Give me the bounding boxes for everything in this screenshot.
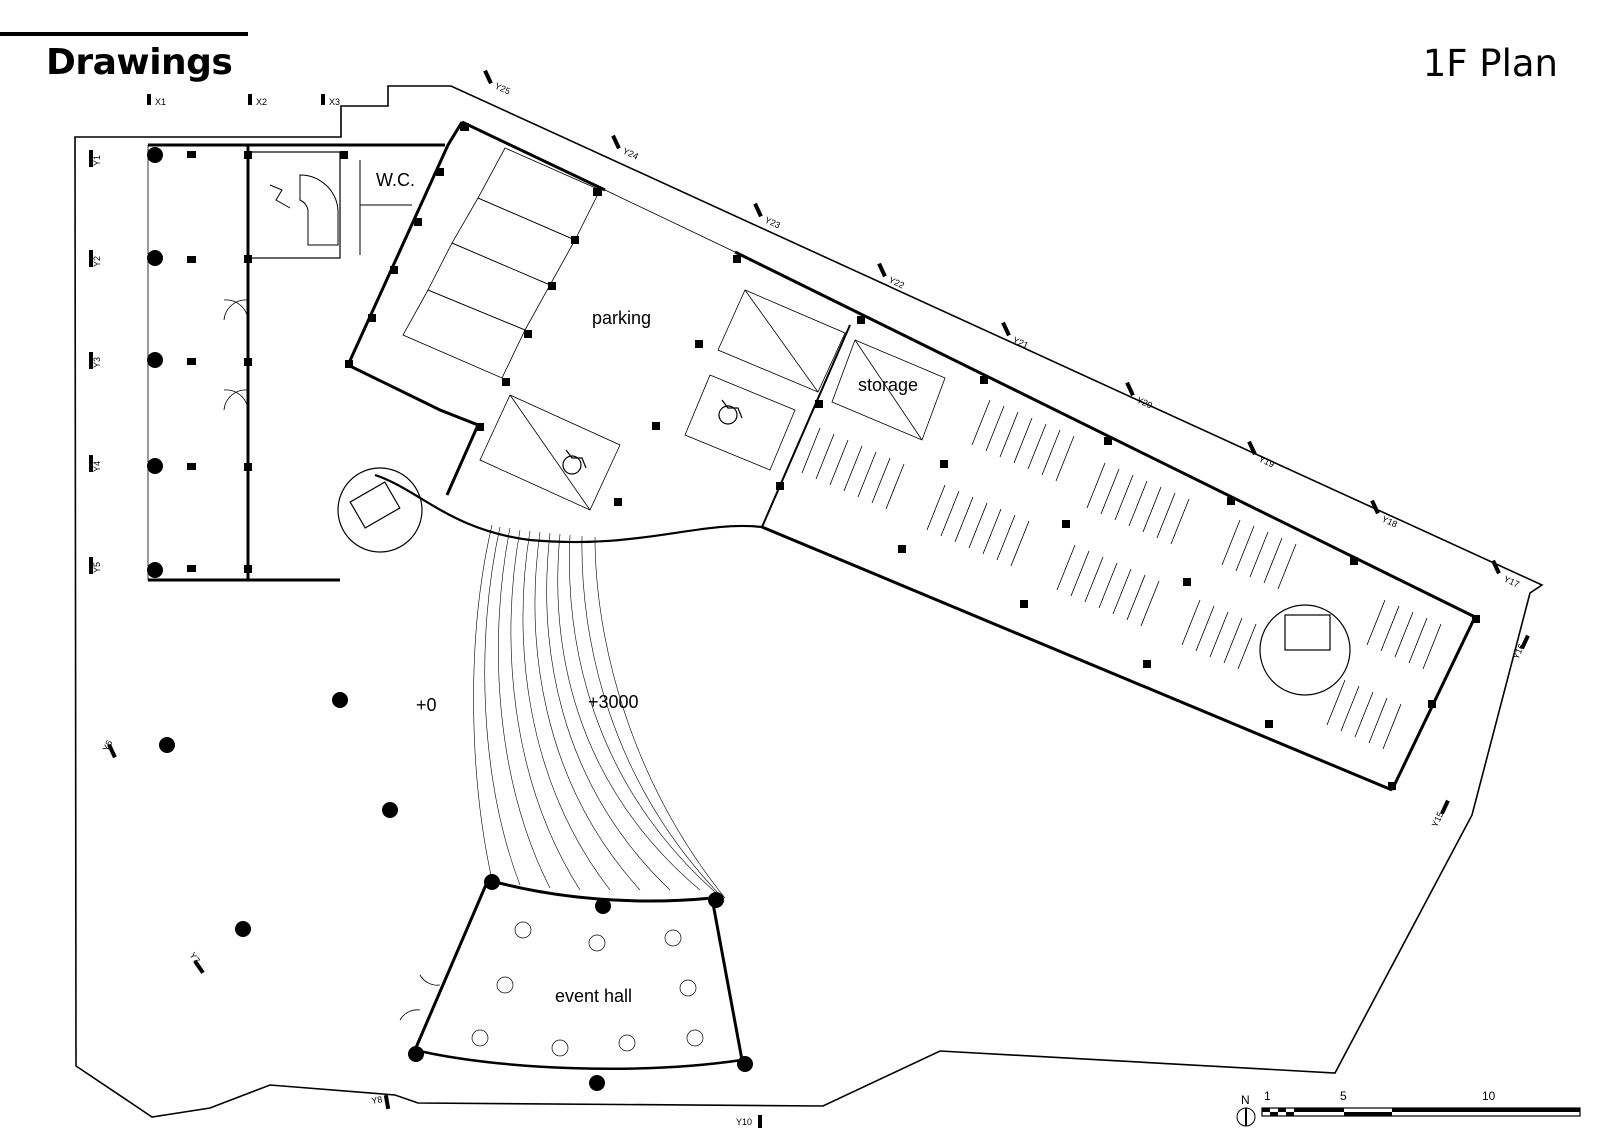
section-title: Drawings bbox=[46, 42, 233, 83]
grid-label-y2: Y2 bbox=[92, 256, 102, 267]
scale-bar: 1 5 10 bbox=[1261, 1089, 1581, 1117]
scale-tick-1: 1 bbox=[1264, 1089, 1271, 1103]
grid-label-y17: Y17 bbox=[1502, 574, 1521, 590]
scale-tick-10: 10 bbox=[1482, 1089, 1496, 1103]
grid-label-y18: Y18 bbox=[1380, 514, 1399, 530]
grid-label-y8: Y8 bbox=[371, 1094, 384, 1106]
grid-label-y20: Y20 bbox=[1135, 395, 1154, 411]
scale-tick-5: 5 bbox=[1340, 1089, 1347, 1103]
grid-label-y24: Y24 bbox=[621, 146, 640, 162]
grid-label-y3: Y3 bbox=[92, 357, 102, 368]
grid-label-x3: X3 bbox=[329, 97, 340, 107]
grid-label-y21: Y21 bbox=[1011, 335, 1030, 351]
grid-label-y4: Y4 bbox=[92, 461, 102, 472]
grid-label-y5: Y5 bbox=[92, 562, 102, 573]
plan-title: 1F Plan bbox=[1422, 42, 1558, 85]
room-label-wc: W.C. bbox=[376, 170, 415, 190]
north-arrow-label: N bbox=[1241, 1093, 1250, 1107]
grid-label-y25: Y25 bbox=[493, 81, 512, 97]
grid-label-y23: Y23 bbox=[763, 215, 782, 231]
room-label-storage: storage bbox=[858, 375, 918, 395]
grid-label-x2: X2 bbox=[256, 97, 267, 107]
north-arrow-icon: N bbox=[1236, 1093, 1256, 1127]
level-label-upper: +3000 bbox=[588, 692, 639, 712]
grid-label-y10: Y10 bbox=[736, 1117, 752, 1127]
grid-label-x1: X1 bbox=[155, 97, 166, 107]
header-rule bbox=[0, 32, 248, 36]
grid-label-y6: Y6 bbox=[101, 739, 115, 753]
room-label-event-hall: event hall bbox=[555, 986, 632, 1006]
level-label-ground: +0 bbox=[416, 695, 437, 715]
grid-label-y19: Y19 bbox=[1257, 454, 1276, 470]
grid-label-y22: Y22 bbox=[887, 275, 906, 291]
site-boundary bbox=[74, 85, 1544, 1118]
grid-label-y1: Y1 bbox=[92, 155, 102, 166]
room-label-parking: parking bbox=[592, 308, 651, 328]
accessible-parking-icon bbox=[562, 399, 743, 475]
grid-label-y7: Y7 bbox=[187, 950, 202, 965]
